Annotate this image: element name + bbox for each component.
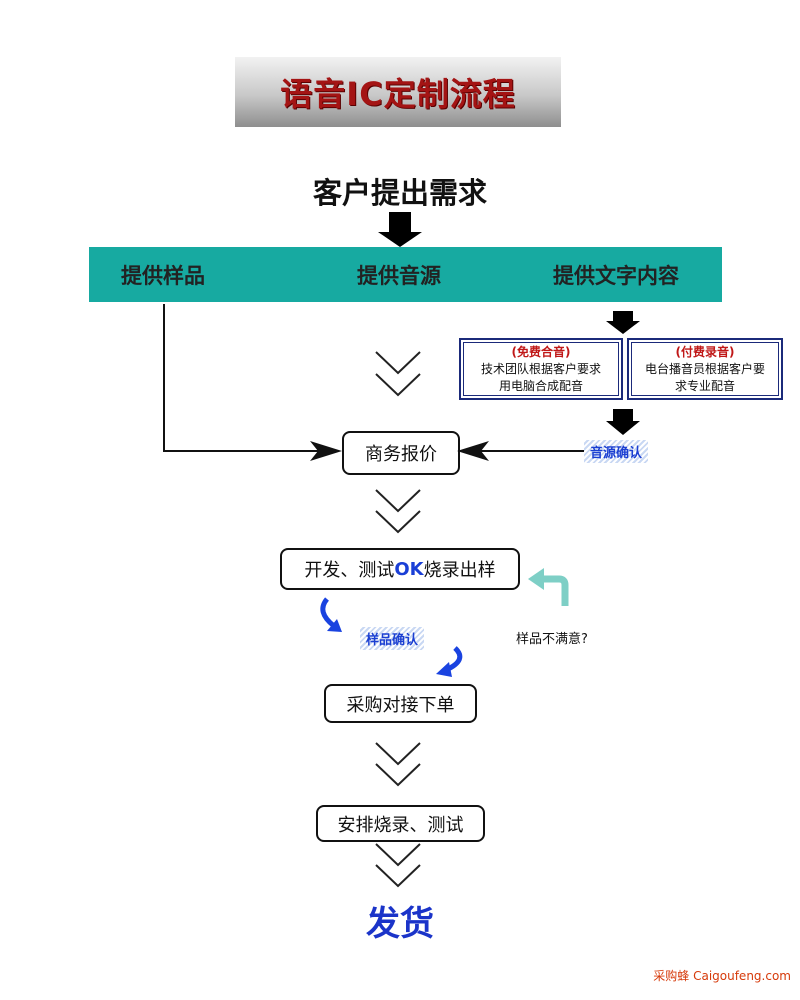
step-ship: 发货 — [366, 904, 434, 944]
sample-confirm-tag: 样品确认 — [360, 627, 425, 650]
sample-to-quote-connector — [163, 304, 342, 461]
paid-voice-box: (付费录音) 电台播音员根据客户要 求专业配音 — [627, 338, 783, 400]
production-box: 安排烧录、测试 — [316, 805, 485, 842]
feedback-note: 样品不满意? — [516, 632, 588, 647]
footer-watermark: 采购蜂 Caigoufeng.com — [653, 969, 791, 983]
blue-curve-arrow-2-icon — [436, 646, 463, 677]
chevron-3-icon — [375, 742, 421, 787]
title-banner: 语音IC定制流程 — [235, 57, 561, 127]
down-arrow-request-icon — [378, 212, 422, 247]
option-sample: 提供样品 — [121, 264, 205, 288]
free-voice-box: (免费合音) 技术团队根据客户要求 用电脑合成配音 — [459, 338, 623, 400]
develop-label-suffix: 烧录出样 — [423, 560, 496, 581]
develop-label-ok: OK — [394, 558, 424, 580]
loop-back-arrow-icon — [528, 568, 569, 606]
option-audio: 提供音源 — [357, 264, 441, 288]
page-title: 语音IC定制流程 — [280, 75, 516, 113]
step-customer-request: 客户提出需求 — [312, 176, 487, 210]
blue-curve-arrow-1-icon — [320, 597, 342, 632]
down-arrow-text-icon — [606, 311, 640, 334]
chevron-1-icon — [375, 351, 421, 397]
develop-label-prefix: 开发、测试 — [304, 560, 395, 581]
chevron-2-icon — [375, 489, 421, 534]
audio-confirm-to-quote-connector — [457, 441, 584, 461]
free-voice-desc-line2: 用电脑合成配音 — [498, 379, 583, 393]
quote-box: 商务报价 — [342, 431, 460, 475]
option-text: 提供文字内容 — [553, 264, 679, 288]
down-arrow-voice-icon — [606, 409, 640, 435]
chevron-4-icon — [375, 843, 421, 888]
free-voice-desc-line1: 技术团队根据客户要求 — [480, 362, 601, 376]
audio-confirm-tag: 音源确认 — [584, 440, 649, 463]
paid-voice-desc-line1: 电台播音员根据客户要 — [644, 362, 765, 376]
paid-voice-title: (付费录音) — [675, 345, 735, 359]
options-bar — [89, 247, 722, 302]
purchase-box: 采购对接下单 — [324, 684, 477, 723]
free-voice-title: (免费合音) — [511, 345, 571, 359]
paid-voice-desc-line2: 求专业配音 — [674, 379, 735, 393]
